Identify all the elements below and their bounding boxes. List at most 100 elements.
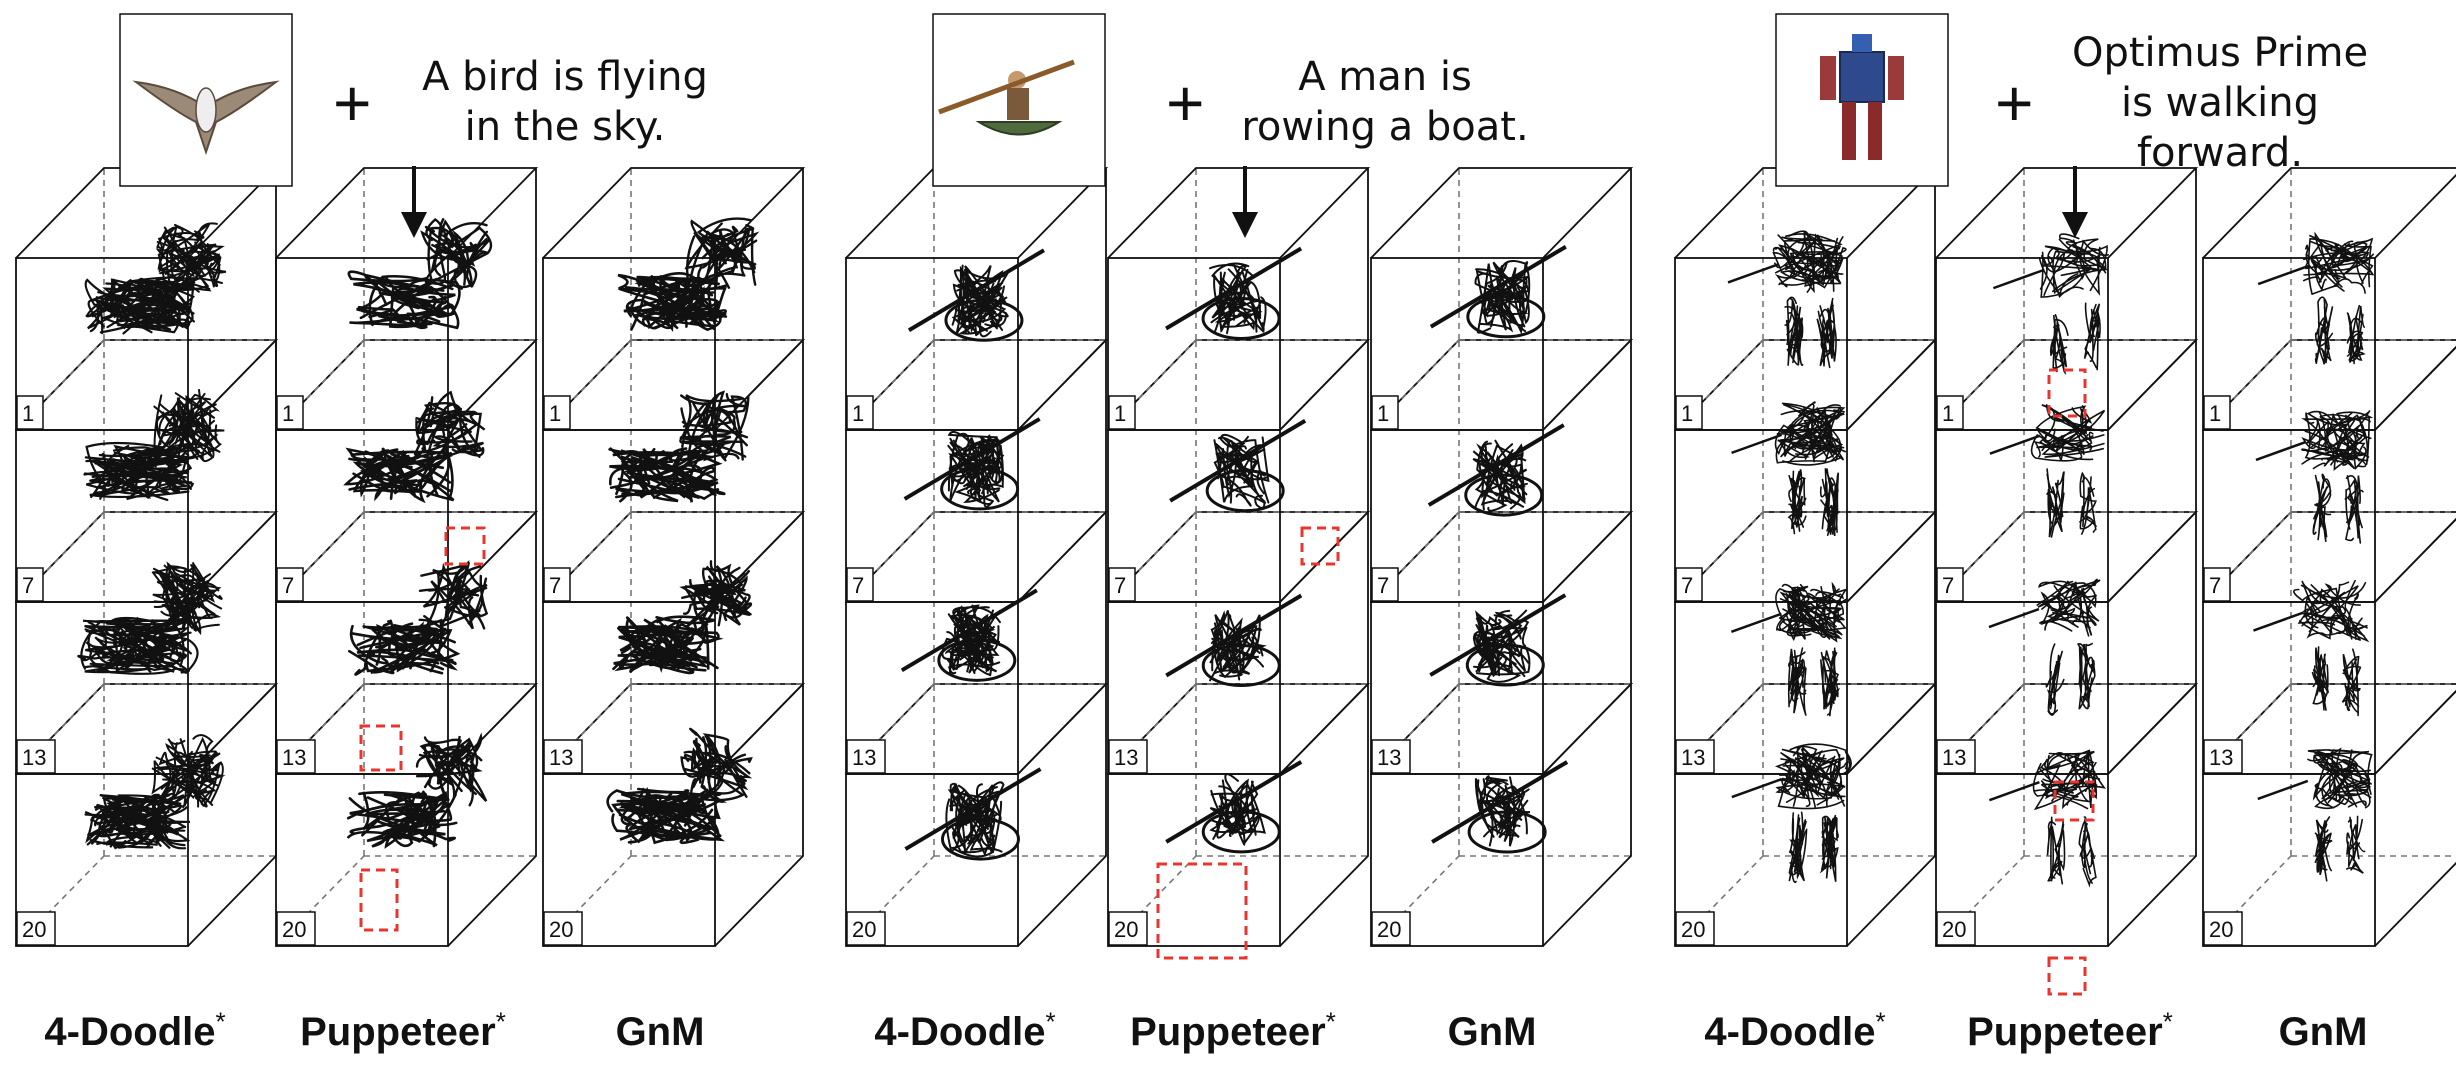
frame-label-box <box>846 395 874 430</box>
frame-label-box <box>1108 395 1136 430</box>
sketch-stroke <box>90 796 133 822</box>
sketch-stroke <box>166 583 222 630</box>
sketch-stroke <box>2081 587 2098 636</box>
sketch-stroke <box>460 732 483 790</box>
method-label: 4-Doodle* <box>874 1006 1056 1054</box>
frame-cube: 1 <box>1370 167 1634 431</box>
frame-sketch <box>1988 749 2107 888</box>
frame-label-box <box>1371 739 1411 774</box>
sketch-stroke <box>425 218 472 289</box>
sketch-stroke <box>1820 651 1835 705</box>
sketch-stroke-group <box>1472 439 1528 512</box>
hidden-edge <box>1370 684 1631 947</box>
sketch-stroke <box>1214 264 1248 333</box>
sketch-stroke <box>1216 268 1249 325</box>
sketch-stroke <box>689 727 732 769</box>
sketch-stroke <box>1796 410 1845 461</box>
sketch-stroke <box>950 646 982 673</box>
hidden-edge <box>15 684 276 947</box>
sketch-stroke <box>963 268 1010 331</box>
sketch-stroke <box>170 243 217 284</box>
sketch-stroke <box>661 462 726 496</box>
sketch-stroke <box>413 410 458 459</box>
sketch-stroke <box>2314 245 2367 284</box>
sketch-stroke <box>151 751 210 796</box>
method-label: GnM <box>615 1010 705 1054</box>
frame-number: 7 <box>22 573 34 598</box>
sketch-stroke-group <box>348 618 461 676</box>
robot-leg <box>1842 102 1856 160</box>
arm-stroke <box>1731 433 1782 455</box>
method-label: 4-Doodle* <box>1704 1006 1886 1054</box>
frame-cube: 7 <box>275 339 539 603</box>
frame-number: 20 <box>549 917 573 942</box>
hidden-edge <box>1935 340 2196 603</box>
sketch-stroke <box>440 402 485 454</box>
frame-number: 7 <box>549 573 561 598</box>
sketch-stroke <box>158 413 210 435</box>
sketch-stroke <box>198 753 210 790</box>
sketch-stroke <box>2307 415 2370 462</box>
sketch-stroke-group <box>1209 773 1266 846</box>
frame-sketch <box>904 767 1042 861</box>
sketch-stroke <box>426 226 456 249</box>
hidden-edge <box>1674 684 1935 947</box>
sketch-stroke <box>616 799 696 831</box>
sketch-stroke <box>1504 776 1516 847</box>
hidden-edge <box>2202 512 2456 775</box>
sketch-stroke <box>106 806 157 848</box>
sketch-stroke <box>2084 302 2098 369</box>
sketch-stroke <box>2345 489 2364 524</box>
method-label: GnM <box>1447 1010 1537 1054</box>
sketch-stroke <box>80 620 190 670</box>
sketch-stroke <box>356 284 434 316</box>
sketch-stroke <box>1475 269 1529 318</box>
sketch-stroke <box>684 222 760 270</box>
hidden-edge <box>1674 512 1935 775</box>
frame-cube: 13 <box>1370 511 1634 775</box>
arm-stroke <box>2257 779 2309 801</box>
frame-label-box <box>543 739 583 774</box>
cube-front-face <box>1107 257 1281 431</box>
hidden-edge <box>15 512 276 775</box>
frame-sketch <box>84 734 226 850</box>
sketch-stroke <box>2041 600 2091 629</box>
sketch-stroke <box>1220 614 1261 672</box>
sketch-stroke <box>2347 313 2364 365</box>
paddle-shape <box>938 59 1075 115</box>
frame-label-box <box>1371 395 1399 430</box>
plus-sign: + <box>1166 66 1205 140</box>
sketch-stroke <box>199 252 221 288</box>
sketch-stroke <box>1505 461 1528 510</box>
sketch-stroke-group <box>343 443 455 504</box>
frame-sketch <box>903 417 1041 511</box>
sketch-stroke <box>2049 324 2060 357</box>
sketch-stroke <box>2038 257 2079 296</box>
sketch-stroke <box>1479 781 1503 829</box>
hidden-edge <box>1107 512 1368 775</box>
sketch-stroke <box>1823 657 1840 717</box>
sketch-stroke <box>664 620 705 668</box>
hidden-edge <box>2202 340 2456 603</box>
sketch-stroke <box>2313 665 2325 711</box>
cube-edge <box>1935 167 2199 431</box>
sketch-stroke <box>2347 818 2366 853</box>
sketch-stroke <box>634 632 691 662</box>
sketch-stroke <box>2316 855 2328 882</box>
frame-sketch <box>2257 747 2373 882</box>
hidden-edge <box>542 168 803 431</box>
sketch-stroke <box>952 803 989 839</box>
highlight-box <box>1300 526 1340 566</box>
sketch-stroke-group <box>2293 579 2370 643</box>
sketch-stroke <box>1211 810 1255 832</box>
sketch-stroke-group <box>2049 314 2069 375</box>
sketch-stroke <box>1787 485 1801 535</box>
sketch-stroke <box>2301 418 2347 463</box>
sketch-stroke-group <box>77 616 199 675</box>
sketch-stroke <box>2308 589 2347 634</box>
sketch-stroke <box>1776 598 1847 631</box>
frame-sketch <box>1989 403 2106 538</box>
sketch-stroke <box>2050 816 2062 882</box>
